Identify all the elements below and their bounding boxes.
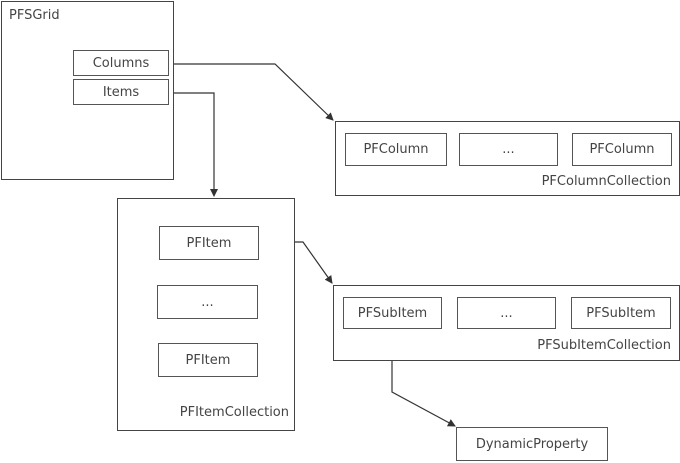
edge-items-to-item-collection (168, 92, 218, 197)
items-property[interactable]: Items (73, 79, 169, 105)
subitem-cell[interactable]: PFSubItem (571, 297, 671, 329)
pfsgrid-title: PFSGrid (9, 8, 60, 23)
column-collection-title: PFColumnCollection (541, 174, 671, 189)
subitem-ellipsis-cell: ... (457, 297, 556, 329)
columns-property[interactable]: Columns (73, 50, 169, 76)
edge-columns-to-column-collection (168, 63, 334, 121)
item-cell[interactable]: PFItem (159, 226, 259, 260)
subitem-collection-title: PFSubItemCollection (537, 338, 671, 353)
column-ellipsis-cell: ... (459, 133, 558, 166)
subitem-cell[interactable]: PFSubItem (343, 297, 442, 329)
column-cell[interactable]: PFColumn (572, 133, 672, 166)
item-ellipsis-cell: ... (157, 285, 258, 319)
dynamic-property-box[interactable]: DynamicProperty (456, 427, 608, 461)
column-cell[interactable]: PFColumn (345, 133, 447, 166)
item-cell[interactable]: PFItem (158, 343, 258, 377)
item-collection-title: PFItemCollection (179, 405, 289, 420)
